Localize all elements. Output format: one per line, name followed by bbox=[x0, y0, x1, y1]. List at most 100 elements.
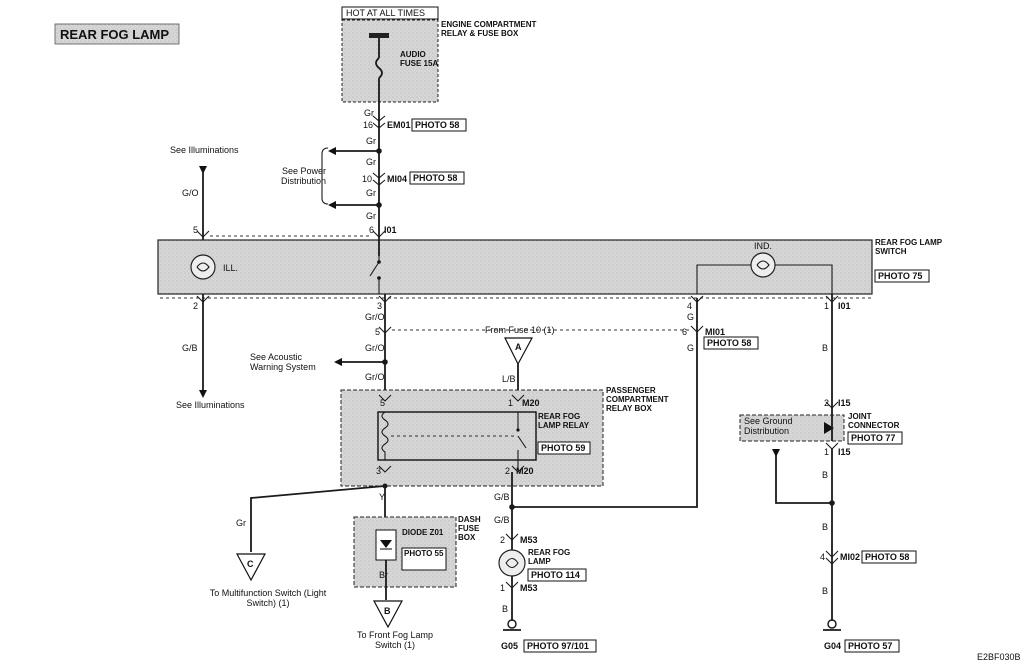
ref-c-label: C bbox=[247, 559, 254, 569]
pcrb-name: PASSENGER COMPARTMENT RELAY BOX bbox=[606, 386, 669, 413]
pin-2-switch-left: 2 bbox=[193, 301, 198, 311]
mi01-photo: PHOTO 58 bbox=[707, 338, 751, 348]
from-fuse-note: From Fuse 10 (1) bbox=[485, 325, 555, 335]
see-power-distribution-note: See Power Distribution bbox=[280, 166, 326, 186]
joint-photo: PHOTO 77 bbox=[851, 433, 895, 443]
mi01-pin: 6 bbox=[682, 327, 687, 337]
i01-right-pin: 1 bbox=[824, 301, 829, 311]
wire-color-gb-left: G/B bbox=[182, 343, 198, 353]
lamp-photo: PHOTO 114 bbox=[531, 570, 580, 580]
m53-bot-id: M53 bbox=[520, 583, 538, 593]
wire-color-gr-1: Gr bbox=[364, 108, 374, 118]
wire-color-gr-5: Gr bbox=[366, 211, 376, 221]
mi02-photo: PHOTO 58 bbox=[865, 552, 909, 562]
relay-pin-3: 3 bbox=[376, 466, 381, 476]
mi04-id: MI04 bbox=[387, 174, 407, 184]
g05-id: G05 bbox=[501, 641, 518, 651]
i01-right-id: I01 bbox=[838, 301, 851, 311]
see-illuminations-bottom-note: See Illuminations bbox=[176, 400, 245, 410]
wire-color-gb-2: G/B bbox=[494, 515, 510, 525]
title-block: REAR FOG LAMP bbox=[54, 23, 180, 45]
wire-color-b-1: B bbox=[822, 343, 828, 353]
joint-note: See Ground Distribution bbox=[744, 416, 793, 436]
em01-pin: 16 bbox=[363, 120, 373, 130]
connector-mi04-symbol bbox=[372, 172, 386, 186]
joint-connector: See Ground Distribution JOINT CONNECTOR … bbox=[739, 412, 903, 445]
engine-box-name: ENGINE COMPARTMENT RELAY & FUSE BOX bbox=[441, 20, 537, 38]
g04-photo: PHOTO 57 bbox=[848, 641, 892, 651]
pin-5-switch-left: 5 bbox=[193, 225, 198, 235]
wire-color-gro-1: Gr/O bbox=[365, 312, 385, 322]
m20-top-pin: 1 bbox=[508, 398, 513, 408]
wire-color-br: Br bbox=[379, 570, 388, 580]
i15-bot-id: I15 bbox=[838, 447, 851, 457]
audio-fuse-label: AUDIO FUSE 15A bbox=[400, 50, 439, 68]
m53-top-id: M53 bbox=[520, 535, 538, 545]
ind-label: IND. bbox=[754, 241, 772, 251]
m20-bot-id: M20 bbox=[516, 466, 534, 476]
m20-bot-pin: 2 bbox=[505, 466, 510, 476]
engine-fuse-box: HOT AT ALL TIMES AUDIO FUSE 15A ENGINE C… bbox=[341, 6, 537, 103]
pin-3-switch: 3 bbox=[377, 301, 382, 311]
to-front-fog-note: To Front Fog Lamp Switch (1) bbox=[356, 630, 434, 650]
pin-5-mid: 5 bbox=[375, 327, 380, 337]
wire-color-gr-4: Gr bbox=[366, 188, 376, 198]
pin-4-switch: 4 bbox=[687, 301, 692, 311]
wire-color-g-1: G bbox=[687, 312, 694, 322]
relay-name: REAR FOG LAMP RELAY bbox=[538, 412, 590, 430]
dash-box-name: DASH FUSE BOX bbox=[458, 515, 481, 542]
rear-fog-lamp-switch: ILL. IND. REAR FOG LAMP SWITCH PHOTO 75 bbox=[157, 238, 942, 295]
ref-a-label: A bbox=[515, 342, 522, 352]
ref-b-label: B bbox=[384, 606, 391, 616]
footer-code: E2BF030B bbox=[977, 652, 1021, 662]
wire-color-gr-multi: Gr bbox=[236, 518, 246, 528]
wire-color-y: Y bbox=[379, 492, 385, 502]
dash-box-photo: PHOTO 55 bbox=[404, 549, 444, 558]
i15-top-id: I15 bbox=[838, 398, 851, 408]
wire-color-gr-2: Gr bbox=[366, 136, 376, 146]
wire-color-lb: L/B bbox=[502, 374, 516, 384]
to-multifunction-note: To Multifunction Switch (Light Switch) (… bbox=[209, 588, 327, 608]
mi02-id: MI02 bbox=[840, 552, 860, 562]
diode-label: DIODE Z01 bbox=[402, 528, 444, 537]
i01-top-pin: 6 bbox=[369, 225, 374, 235]
mi01-id: MI01 bbox=[705, 327, 725, 337]
wire-color-go: G/O bbox=[182, 188, 199, 198]
switch-name: REAR FOG LAMP SWITCH bbox=[875, 238, 942, 256]
wire-color-gro-2: Gr/O bbox=[365, 343, 385, 353]
dash-fuse-box: DIODE Z01 PHOTO 55 Br DASH FUSE BOX bbox=[353, 515, 481, 588]
wire-color-b-2: B bbox=[822, 470, 828, 480]
m53-bot-pin: 1 bbox=[500, 583, 505, 593]
wire-color-b-3: B bbox=[822, 522, 828, 532]
mi04-photo: PHOTO 58 bbox=[413, 173, 457, 183]
m20-top-id: M20 bbox=[522, 398, 540, 408]
hot-at-all-times-label: HOT AT ALL TIMES bbox=[346, 8, 425, 18]
lamp-name: REAR FOG LAMP bbox=[528, 548, 571, 566]
wire-color-b-4: B bbox=[822, 586, 828, 596]
i15-bot-pin: 1 bbox=[824, 447, 829, 457]
wire-color-gb-1: G/B bbox=[494, 492, 510, 502]
ill-label: ILL. bbox=[223, 263, 238, 273]
em01-id: EM01 bbox=[387, 120, 411, 130]
lamp-bulb bbox=[498, 549, 526, 577]
em01-photo: PHOTO 58 bbox=[415, 120, 459, 130]
i01-top-id: I01 bbox=[384, 225, 397, 235]
wire-color-g-2: G bbox=[687, 343, 694, 353]
relay-pin-5: 5 bbox=[380, 398, 385, 408]
wire-color-gro-3: Gr/O bbox=[365, 372, 385, 382]
relay-photo: PHOTO 59 bbox=[541, 443, 585, 453]
mi02-pin: 4 bbox=[820, 552, 825, 562]
m53-top-pin: 2 bbox=[500, 535, 505, 545]
see-acoustic-note: See Acoustic Warning System bbox=[250, 352, 316, 372]
mi04-pin: 10 bbox=[362, 174, 372, 184]
connector-em01-symbol bbox=[372, 115, 386, 129]
joint-name: JOINT CONNECTOR bbox=[848, 412, 900, 430]
wire-color-gr-3: Gr bbox=[366, 157, 376, 167]
switch-photo: PHOTO 75 bbox=[878, 271, 922, 281]
wire-color-b-lamp: B bbox=[502, 604, 508, 614]
g04-id: G04 bbox=[824, 641, 841, 651]
see-illuminations-top-note: See Illuminations bbox=[170, 145, 239, 155]
passenger-relay-box: 5 1 M20 REAR FOG LAMP RELAY PHOTO 59 3 2… bbox=[340, 386, 669, 487]
diagram-title: REAR FOG LAMP bbox=[60, 27, 169, 42]
